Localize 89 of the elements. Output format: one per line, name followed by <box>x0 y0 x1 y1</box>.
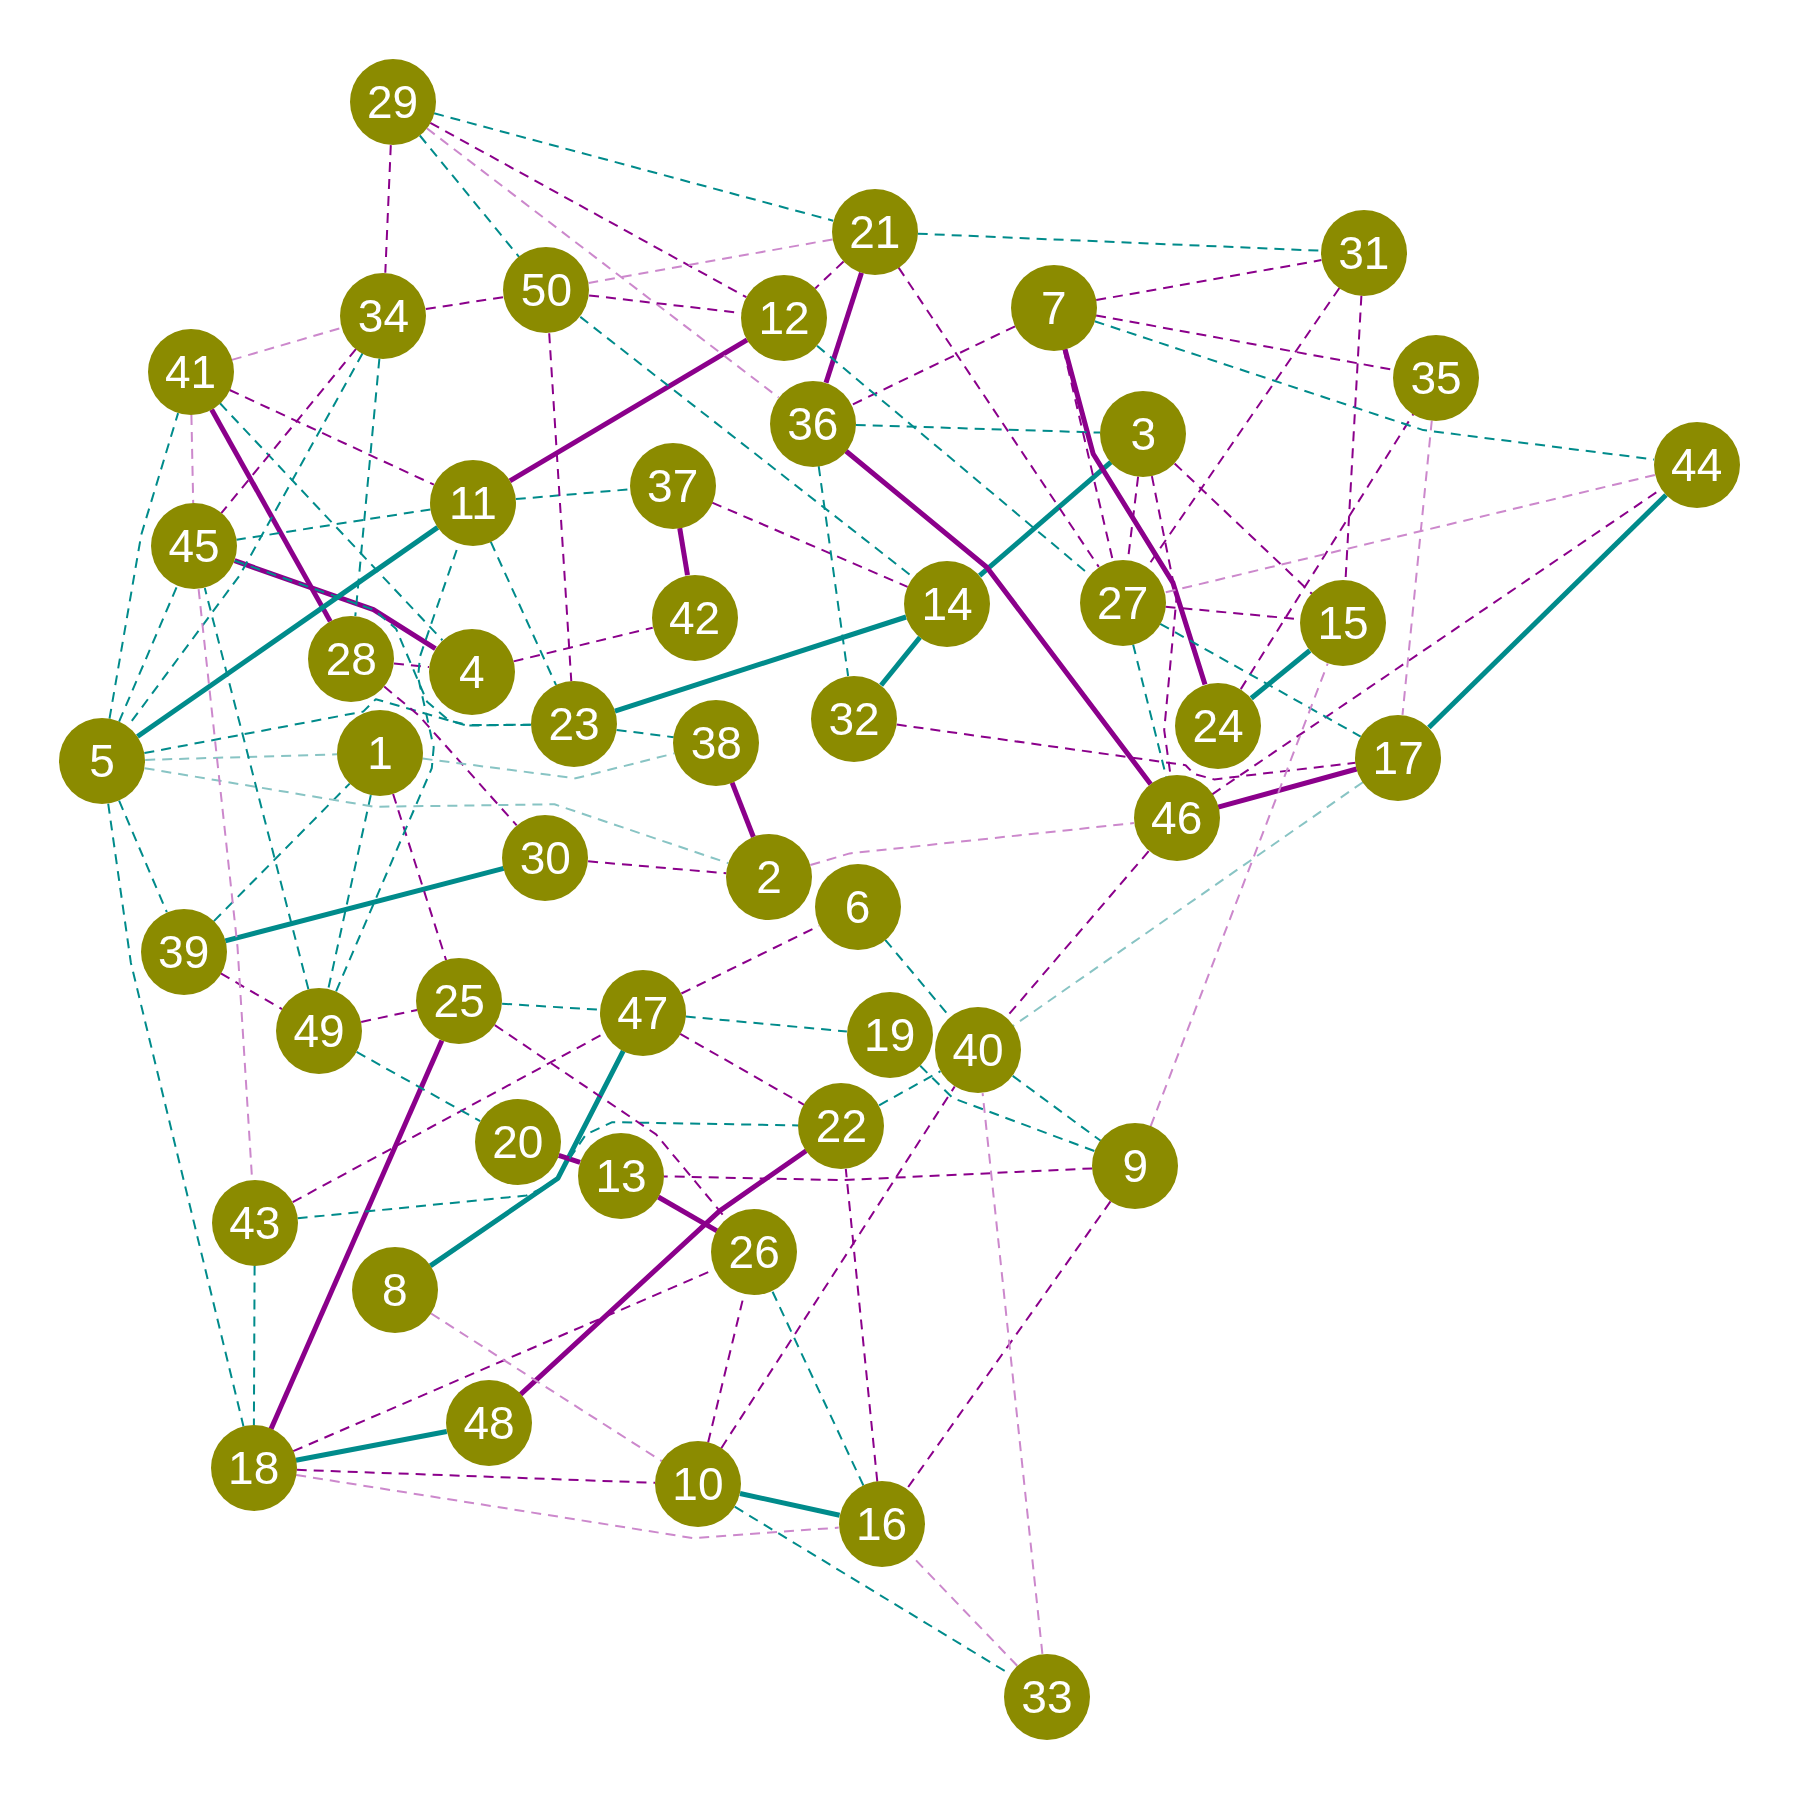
dashed-edge <box>512 626 654 663</box>
thick-edge <box>233 558 437 651</box>
dashed-edge <box>354 357 381 618</box>
dashed-edge <box>615 728 675 739</box>
dashed-edge <box>663 1167 1094 1182</box>
dashed-edge <box>844 1167 879 1483</box>
dashed-edge <box>720 1085 956 1450</box>
dashed-edge <box>919 1064 1097 1153</box>
thick-edge <box>136 525 440 739</box>
dashed-edge <box>228 389 435 486</box>
dashed-edge <box>107 802 245 1428</box>
dashed-edge <box>144 753 338 761</box>
thick-edge <box>1249 648 1312 701</box>
dashed-edge <box>418 134 521 259</box>
dashed-edge <box>360 1009 419 1023</box>
dashed-edge <box>1401 419 1433 716</box>
thick-edge <box>209 408 333 623</box>
dashed-edge <box>878 1070 942 1107</box>
dashed-edge <box>355 1050 482 1123</box>
thick-edge <box>844 449 1153 786</box>
thick-edge <box>823 272 864 384</box>
dashed-edge <box>1011 1074 1102 1142</box>
thick-edge <box>1427 493 1668 730</box>
thick-edge <box>977 460 1113 578</box>
dashed-edge <box>425 127 780 399</box>
dashed-edge <box>424 296 505 311</box>
dashed-edge <box>680 924 820 995</box>
dashed-edge <box>190 413 195 505</box>
dashed-edge <box>1159 622 1362 738</box>
dashed-edge <box>771 1290 865 1487</box>
dashed-edge <box>1093 320 1655 461</box>
dashed-edge <box>548 332 573 683</box>
dashed-edge <box>233 559 532 727</box>
dashed-edge <box>817 465 850 677</box>
dashed-edge <box>327 794 372 990</box>
thick-edge <box>677 527 690 576</box>
dashed-edge <box>587 238 834 284</box>
dashed-edge <box>212 782 351 923</box>
dashed-edge <box>384 144 392 274</box>
dashed-edge <box>143 698 532 755</box>
dashed-edge <box>220 347 358 515</box>
thick-edge <box>729 781 756 838</box>
dashed-edge <box>219 972 283 1011</box>
dashed-edge <box>1149 662 1329 1128</box>
dashed-edge <box>429 121 748 299</box>
dashed-edge <box>684 1015 848 1033</box>
dashed-edge <box>118 799 168 914</box>
thick-edge <box>268 1039 445 1430</box>
dashed-edge <box>430 1312 663 1463</box>
dashed-edge <box>587 860 728 875</box>
dashed-edge <box>252 1264 256 1427</box>
thick-edge <box>295 1429 448 1463</box>
thick-edge <box>1062 348 1208 686</box>
thick-edge <box>879 635 922 687</box>
thick-edge <box>518 1148 808 1397</box>
dashed-edge <box>1239 413 1415 691</box>
thick-edge <box>557 1153 581 1165</box>
dashed-edge <box>679 1032 806 1106</box>
dashed-edge <box>814 260 845 290</box>
dashed-edge <box>897 266 1100 568</box>
dashed-edge <box>203 587 310 991</box>
dashed-edge <box>421 752 676 780</box>
dashed-edge <box>295 1474 840 1540</box>
dashed-edge <box>235 508 432 541</box>
thick-edge <box>657 1194 719 1234</box>
dashed-edge <box>219 402 444 642</box>
dashed-edge <box>433 112 835 222</box>
dashed-edge <box>392 793 448 962</box>
dashed-edge <box>143 767 730 865</box>
dashed-edge <box>1012 781 1364 1027</box>
thick-edge <box>739 1491 841 1518</box>
thick-edge <box>1217 766 1358 810</box>
dashed-edge <box>850 325 1017 406</box>
thick-edge <box>614 614 907 714</box>
dashed-edge <box>108 412 180 720</box>
dashed-edge <box>489 540 558 687</box>
dashed-edge <box>711 501 909 588</box>
dashed-edge <box>809 822 1135 866</box>
dashed-edge <box>895 723 1357 781</box>
dashed-edge <box>981 1092 1044 1655</box>
dashed-edge <box>1095 259 1323 302</box>
thick-edge <box>224 866 505 944</box>
thick-edge <box>428 1049 626 1268</box>
dashed-edge <box>118 585 179 723</box>
thick-edge <box>508 337 749 483</box>
dashed-edge <box>1173 462 1313 595</box>
dashed-edge <box>383 685 518 827</box>
dashed-edge <box>854 423 1102 434</box>
dashed-edge <box>296 1121 800 1220</box>
